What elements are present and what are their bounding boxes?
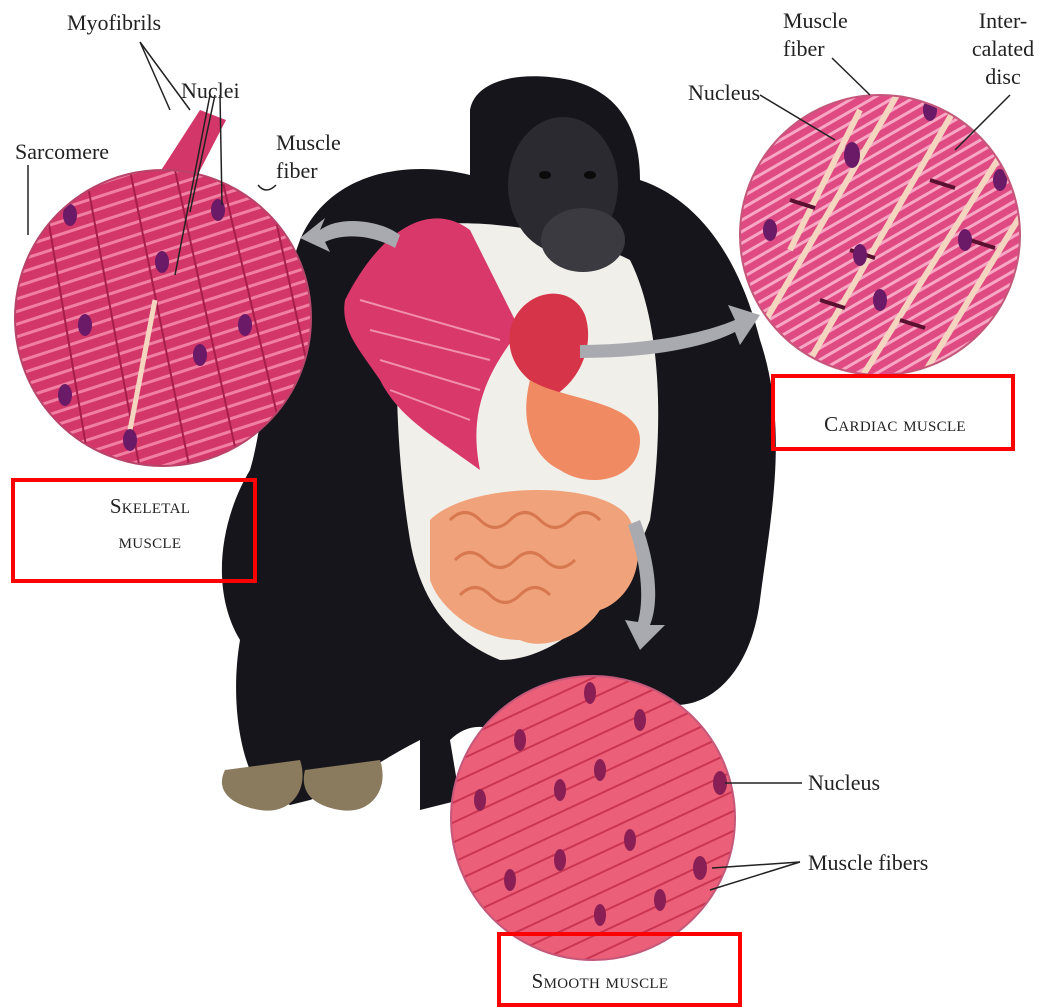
intercalated-disc-label-line2: calated: [958, 36, 1048, 62]
muscle-fiber-skeletal-label-line2: fiber: [276, 158, 318, 184]
intercalated-disc-label-line1: Inter-: [958, 8, 1048, 34]
nuclei-label: Nuclei: [181, 78, 240, 104]
muscle-fibers-smooth-label: Muscle fibers: [808, 850, 928, 876]
myofibrils-label: Myofibrils: [67, 10, 161, 36]
sarcomere-label: Sarcomere: [15, 139, 109, 165]
muscle-fiber-cardiac-label-line2: fiber: [783, 36, 825, 62]
muscle-fiber-cardiac-label-line1: Muscle: [783, 8, 848, 34]
nucleus-smooth-label: Nucleus: [808, 770, 880, 796]
skeletal-muscle-caption-line1: Skeletal: [90, 493, 210, 519]
cardiac-muscle-circle: [730, 90, 1030, 380]
skeletal-muscle-caption-line2: muscle: [90, 528, 210, 554]
cardiac-muscle-caption: Cardiac muscle: [790, 411, 1000, 437]
chimpanzee-body: [222, 76, 776, 810]
intercalated-disc-label-line3: disc: [958, 64, 1048, 90]
smooth-muscle-caption: Smooth muscle: [505, 968, 695, 994]
nucleus-cardiac-label: Nucleus: [688, 80, 760, 106]
muscle-fiber-skeletal-label-line1: Muscle: [276, 130, 341, 156]
